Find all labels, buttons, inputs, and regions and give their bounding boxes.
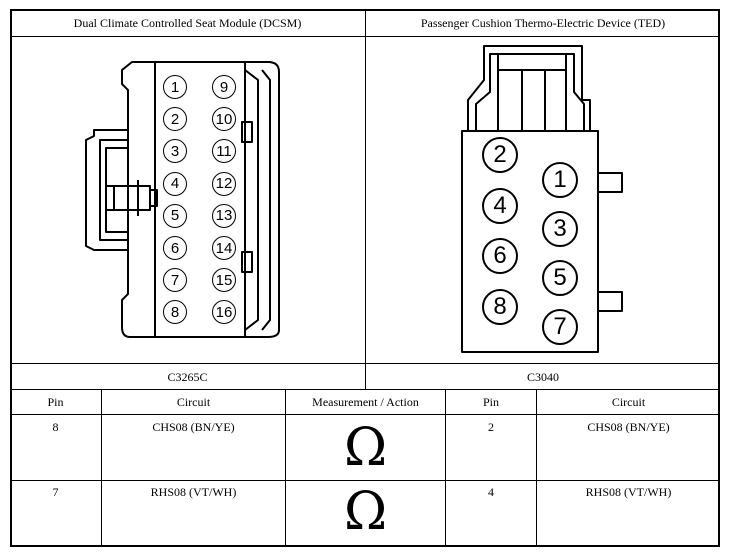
pin-1: 1 (163, 75, 187, 99)
row1-circuit-b: CHS08 (BN/YE) (587, 420, 670, 434)
dcsm-title: Dual Climate Controlled Seat Module (DCS… (73, 15, 302, 30)
pin-13: 13 (212, 203, 236, 228)
table-top-divider (10, 389, 720, 390)
pin-14: 14 (212, 236, 236, 260)
pin-8: 8 (163, 300, 187, 325)
row2-circuit-b: RHS08 (VT/WH) (585, 485, 672, 499)
pin-3: 3 (163, 139, 187, 164)
row1-circuit-a: CHS08 (BN/YE) (152, 420, 235, 434)
table-row-divider (10, 480, 720, 481)
connector-row-divider (10, 363, 720, 364)
dcsm-connector-id: C3265C (167, 369, 208, 384)
pin-8: 8 (482, 288, 518, 325)
pin-11: 11 (212, 139, 236, 164)
pin-6: 6 (163, 236, 187, 260)
col-divider-1 (101, 389, 102, 547)
row2-pin-b: 4 (488, 485, 494, 499)
row2-pin-a: 7 (52, 485, 59, 499)
pin-2: 2 (163, 107, 187, 132)
table-header-divider (10, 414, 720, 415)
pin-10: 10 (212, 107, 236, 132)
header-circuit-a: Circuit (176, 395, 211, 409)
header-pin-a: Pin (47, 395, 64, 409)
pin-9: 9 (212, 75, 236, 99)
ohm-icon: Ω (343, 482, 388, 542)
pin-15: 15 (212, 268, 236, 293)
pin-4: 4 (163, 171, 187, 196)
header-circuit-b: Circuit (611, 395, 646, 409)
header-measurement: Measurement / Action (312, 395, 419, 409)
pin-7: 7 (163, 268, 187, 293)
pin-5: 5 (163, 203, 187, 228)
ted-title: Passenger Cushion Thermo-Electric Device… (420, 15, 666, 30)
ted-connector-id: C3040 (526, 369, 559, 384)
pin-6: 6 (482, 238, 518, 274)
pin-3: 3 (542, 211, 578, 247)
pin-1: 1 (542, 162, 578, 198)
pin-12: 12 (212, 171, 236, 196)
pin-5: 5 (542, 260, 578, 296)
col-divider-4 (536, 389, 537, 547)
header-pin-b: Pin (482, 395, 499, 409)
pin-2: 2 (482, 137, 518, 173)
col-divider-2 (285, 389, 286, 547)
row1-pin-a: 8 (52, 420, 59, 434)
pin-7: 7 (542, 309, 578, 345)
pin-4: 4 (482, 187, 518, 224)
row2-circuit-a: RHS08 (VT/WH) (150, 485, 237, 499)
panel-divider (365, 9, 366, 389)
ohm-icon: Ω (343, 418, 388, 478)
col-divider-3 (445, 389, 446, 547)
pin-16: 16 (212, 300, 236, 325)
row1-pin-b: 2 (488, 420, 494, 434)
